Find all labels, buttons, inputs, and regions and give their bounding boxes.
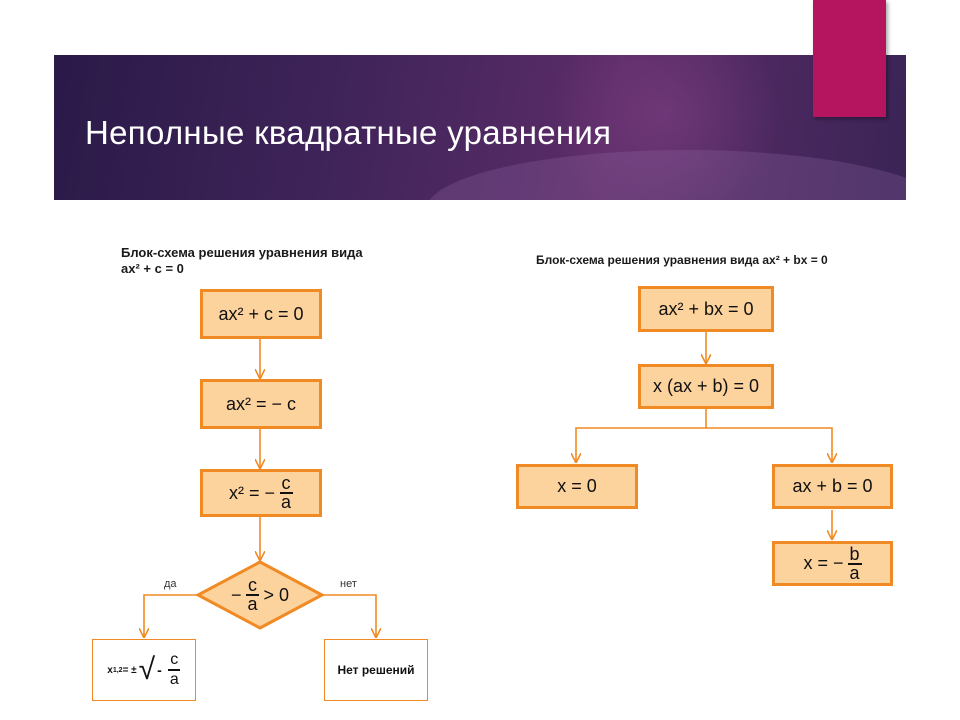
- title-banner: [54, 55, 906, 200]
- fraction-c-over-a: c a: [279, 473, 293, 512]
- left-box-rearranged: ax² = − c: [200, 379, 322, 429]
- result-no-solutions-box: Нет решений: [324, 639, 428, 701]
- right-box-equation: ax² + bx = 0: [638, 286, 774, 332]
- radical-sign: √: [138, 653, 156, 686]
- fraction-c-over-a: c a: [168, 651, 181, 688]
- fraction-c-over-a: c a: [245, 575, 259, 614]
- right-box-factored: x (ax + b) = 0: [638, 364, 774, 409]
- roots-formula: x 1,2 = ± √ - c a: [107, 651, 181, 688]
- right-caption: Блок-схема решения уравнения вида ax² + …: [536, 253, 828, 267]
- yes-label: да: [164, 578, 177, 590]
- fraction-b-over-a: b a: [847, 543, 862, 583]
- decision-condition: − c a > 0: [230, 575, 290, 614]
- arrow-right-right: [706, 427, 832, 462]
- accent-tab: [813, 0, 886, 117]
- no-label: нет: [340, 578, 357, 590]
- right-box-solution: x = − b a: [772, 541, 893, 586]
- decision-diamond: [194, 560, 326, 630]
- arrow-right-left: [576, 427, 706, 462]
- arrow-yes: [144, 594, 200, 637]
- slide-title: Неполные квадратные уравнения: [85, 114, 612, 151]
- right-box-linear: ax + b = 0: [772, 464, 893, 509]
- right-box-x-zero: x = 0: [516, 464, 638, 509]
- result-roots-box: x 1,2 = ± √ - c a: [92, 639, 196, 701]
- left-box-divided: x² = − c a: [200, 469, 322, 517]
- arrow-no: [320, 594, 376, 637]
- banner-glow: [536, 55, 796, 200]
- left-caption: Блок-схема решения уравнения вида ax² + …: [121, 245, 363, 276]
- left-box-equation: ax² + c = 0: [200, 289, 322, 339]
